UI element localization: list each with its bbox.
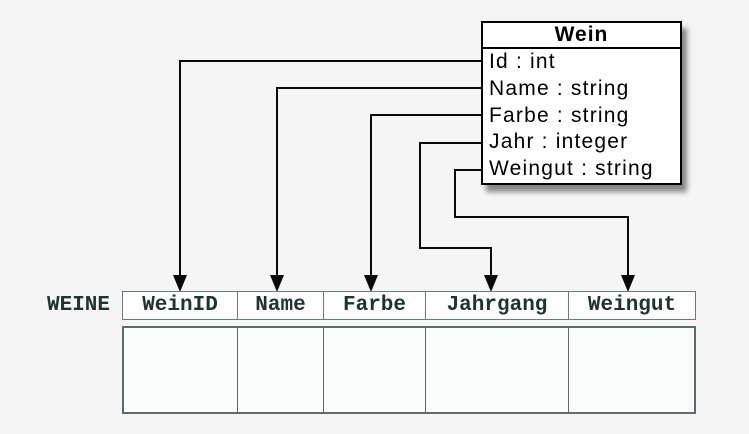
column-header-name: Name <box>237 292 323 319</box>
column-header-farbe: Farbe <box>323 292 425 319</box>
arrowhead-icon <box>484 275 498 292</box>
mapping-arrow-farbe <box>370 114 481 277</box>
arrowhead-icon <box>621 275 635 292</box>
arrowhead-icon <box>270 275 284 292</box>
mapping-arrow-weingut <box>454 169 629 277</box>
table-cell <box>323 328 425 412</box>
class-title: Wein <box>483 23 680 49</box>
class-attribute-name: Name : string <box>489 76 630 100</box>
table-cell <box>124 328 237 412</box>
mapping-arrow-jahr <box>419 142 492 277</box>
table-body-row <box>122 326 696 414</box>
table-cell <box>237 328 323 412</box>
class-attribute-weingut: Weingut : string <box>489 157 654 181</box>
column-header-jahrgang: Jahrgang <box>425 292 568 319</box>
uml-class-box-wein: Wein Id : int Name : string Farbe : stri… <box>481 21 682 185</box>
table-cell <box>568 328 694 412</box>
class-attribute-jahr: Jahr : integer <box>489 130 629 154</box>
class-attribute-farbe: Farbe : string <box>489 103 630 127</box>
table-header-row: WeinID Name Farbe Jahrgang Weingut <box>122 291 696 320</box>
column-header-weinid: WeinID <box>142 294 218 317</box>
mapping-arrow-id <box>179 60 481 277</box>
mapping-arrow-name <box>276 87 481 277</box>
class-attribute-id: Id : int <box>489 50 556 73</box>
class-attribute-list: Id : int Name : string Farbe : string Ja… <box>483 49 680 183</box>
arrowhead-icon <box>173 275 187 292</box>
table-name-label: WEINE <box>46 294 110 317</box>
arrowhead-icon <box>364 275 378 292</box>
table-cell <box>425 328 568 412</box>
column-header-weingut: Weingut <box>568 292 695 319</box>
